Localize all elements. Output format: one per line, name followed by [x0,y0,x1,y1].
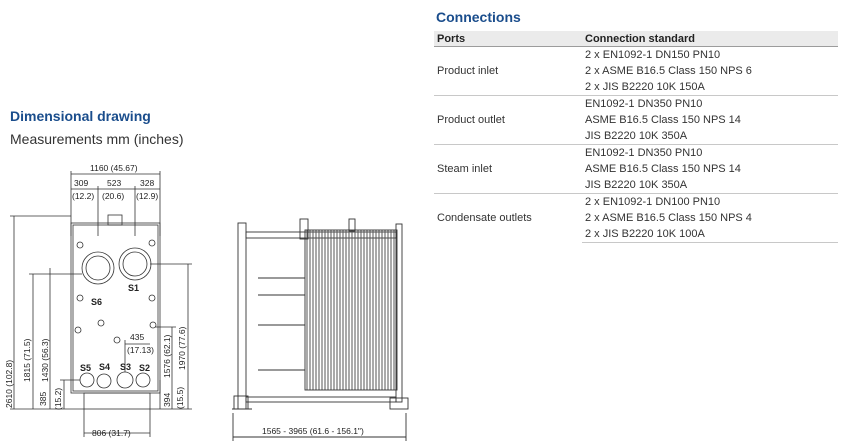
table-row: 2 x ASME B16.5 Class 150 NPS 4 [434,210,838,226]
standard-cell: 2 x JIS B2220 10K 100A [582,226,838,243]
table-header-row: Ports Connection standard [434,31,838,47]
table-row: JIS B2220 10K 350A [434,128,838,145]
dim-right-mid: 1576 (62.1) [162,334,172,378]
connections-title: Connections [436,9,521,25]
dim-height-lower-in: (15.2) [53,388,63,410]
dim-left-offset: 309 [74,178,88,188]
table-row: JIS B2220 10K 350A [434,177,838,194]
dim-height-upper: 1815 (71.5) [22,338,32,382]
standard-cell: JIS B2220 10K 350A [585,179,688,191]
dim-right-low-in: (15.5) [175,387,185,409]
standard-cell: 2 x EN1092-1 DN100 PN10 [582,193,838,210]
port-label-s2: S2 [139,363,150,373]
dim-base-width: 806 (31.7) [92,428,131,438]
dim-left-offset-in: (12.2) [72,191,94,201]
dim-center-spacing-in: (20.6) [102,191,124,201]
port-label-s4: S4 [99,362,110,372]
dimensional-drawing-title: Dimensional drawing [10,108,151,124]
side-view-drawing: 1565 - 3965 (61.6 - 156.1") [232,218,409,441]
table-row: Condensate outlets 2 x EN1092-1 DN100 PN… [434,193,838,243]
standard-cell: 2 x JIS B2220 10K 150A [585,81,705,93]
table-row: ASME B16.5 Class 150 NPS 14 [434,112,838,128]
dim-right-offset-in: (12.9) [136,191,158,201]
dim-height-s6: 1430 (56.3) [40,338,50,382]
table-row: 2 x JIS B2220 10K 150A [434,79,838,96]
dim-right-high: 1970 (77.6) [177,326,187,370]
table-row: 2 x ASME B16.5 Class 150 NPS 6 [434,63,838,79]
port-label-s1: S1 [128,283,139,293]
standard-header: Connection standard [582,31,838,47]
ports-header: Ports [434,31,582,47]
front-view-drawing: 1160 (45.67) 309 (12.2) 523 (20.6) 328 (… [4,163,192,438]
table-row: ASME B16.5 Class 150 NPS 14 [434,161,838,177]
standard-cell: 2 x ASME B16.5 Class 150 NPS 4 [585,212,752,224]
dim-height-total: 2610 (102.8) [4,360,14,408]
standard-cell: ASME B16.5 Class 150 NPS 14 [585,114,741,126]
port-name: Condensate outlets [434,193,582,243]
dim-width-total: 1160 (45.67) [90,163,138,173]
port-name: Steam inlet [434,144,582,194]
dim-side-length: 1565 - 3965 (61.6 - 156.1") [262,426,364,436]
table-row: 2 x JIS B2220 10K 100A [434,226,838,243]
dim-center-spacing: 523 [107,178,121,188]
dimensional-drawing-subtitle: Measurements mm (inches) [10,131,184,147]
port-name: Product inlet [434,46,582,96]
standard-cell: 2 x EN1092-1 DN150 PN10 [582,46,838,63]
standard-cell: ASME B16.5 Class 150 NPS 14 [585,163,741,175]
port-name: Product outlet [434,95,582,145]
dim-height-lower: 385 [38,392,48,406]
connections-table: Ports Connection standard Product inlet … [434,31,838,243]
port-label-s3: S3 [120,362,131,372]
table-row: Product inlet 2 x EN1092-1 DN150 PN10 [434,46,838,96]
standard-cell: EN1092-1 DN350 PN10 [582,95,838,112]
standard-cell: EN1092-1 DN350 PN10 [582,144,838,161]
dim-s3-offset: 435 [130,332,144,342]
standard-cell: JIS B2220 10K 350A [585,130,688,142]
standard-cell: 2 x ASME B16.5 Class 150 NPS 6 [585,65,752,77]
dim-right-offset: 328 [140,178,154,188]
table-row: Product outlet EN1092-1 DN350 PN10 [434,95,838,145]
table-row: Steam inlet EN1092-1 DN350 PN10 [434,144,838,194]
dim-right-low: 394 [162,393,172,407]
port-label-s6: S6 [91,297,102,307]
dim-s3-offset-in: (17.13) [127,345,154,355]
port-label-s5: S5 [80,363,91,373]
